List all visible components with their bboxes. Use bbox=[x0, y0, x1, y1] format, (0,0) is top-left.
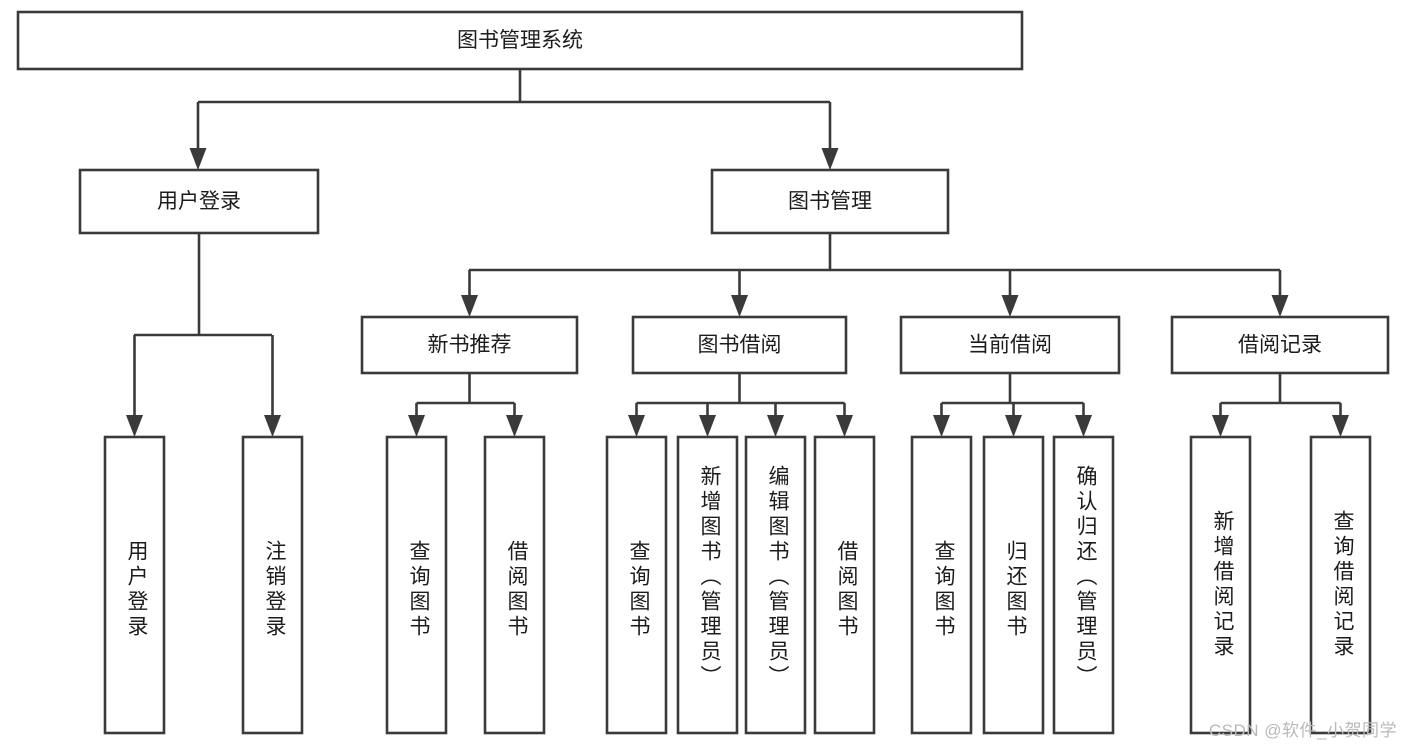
node-box-leaf-add-borrow-record[interactable] bbox=[1189, 435, 1252, 735]
arrow-head-icon-current-borrow bbox=[1001, 295, 1019, 317]
node-current-borrow[interactable]: 当前借阅 bbox=[899, 315, 1121, 375]
node-label-user-login: 用户登录 bbox=[157, 190, 241, 213]
connector-layer bbox=[126, 69, 1349, 437]
node-label-leaf-add-book-admin: 新增图书（管理员） bbox=[698, 465, 722, 690]
arrow-head-icon-leaf-query-borrow-record bbox=[1332, 415, 1349, 437]
arrow-head-icon-new-book-recommend bbox=[461, 295, 478, 317]
node-box-borrow-record[interactable] bbox=[1170, 315, 1390, 375]
node-box-leaf-confirm-return-admin[interactable] bbox=[1052, 435, 1115, 735]
node-box-leaf-edit-book-admin[interactable] bbox=[744, 435, 807, 735]
node-box-leaf-borrow-book-recommend[interactable] bbox=[483, 435, 546, 735]
arrow-head-icon-leaf-return-book bbox=[1005, 415, 1022, 437]
node-box-leaf-user-login[interactable] bbox=[103, 435, 166, 735]
node-label-leaf-borrow-book: 借阅图书 bbox=[835, 540, 859, 640]
node-leaf-add-borrow-record[interactable]: 新增借阅记录 bbox=[1189, 435, 1252, 735]
node-leaf-query-borrow-record[interactable]: 查询借阅记录 bbox=[1309, 435, 1372, 735]
arrow-head-icon-book-manage bbox=[821, 148, 839, 170]
node-new-book-recommend[interactable]: 新书推荐 bbox=[360, 315, 579, 375]
node-label-book-borrow: 图书借阅 bbox=[698, 334, 782, 357]
node-box-book-manage[interactable] bbox=[710, 168, 950, 235]
node-box-root[interactable] bbox=[16, 10, 1024, 71]
node-leaf-return-book[interactable]: 归还图书 bbox=[982, 435, 1045, 735]
node-leaf-query-book-borrow[interactable]: 查询图书 bbox=[605, 435, 668, 735]
node-borrow-record[interactable]: 借阅记录 bbox=[1170, 315, 1390, 375]
node-leaf-logout-login[interactable]: 注销登录 bbox=[241, 435, 304, 735]
node-box-leaf-query-borrow-record[interactable] bbox=[1309, 435, 1372, 735]
arrow-head-icon-leaf-query-book-recommend bbox=[408, 415, 425, 437]
node-label-leaf-confirm-return-admin: 确认归还（管理员） bbox=[1074, 465, 1098, 690]
arrow-head-icon-borrow-record bbox=[1271, 295, 1289, 317]
arrow-head-icon-leaf-borrow-book-recommend bbox=[506, 415, 523, 437]
node-leaf-edit-book-admin[interactable]: 编辑图书（管理员） bbox=[744, 435, 807, 735]
node-leaf-add-book-admin[interactable]: 新增图书（管理员） bbox=[676, 435, 739, 735]
node-box-leaf-query-book-recommend[interactable] bbox=[385, 435, 448, 735]
node-label-leaf-query-borrow-record: 查询借阅记录 bbox=[1331, 510, 1355, 660]
node-box-leaf-query-book-borrow[interactable] bbox=[605, 435, 668, 735]
node-user-login[interactable]: 用户登录 bbox=[78, 168, 320, 235]
node-label-leaf-edit-book-admin: 编辑图书（管理员） bbox=[766, 465, 790, 690]
node-label-root: 图书管理系统 bbox=[457, 29, 583, 52]
arrow-head-icon-leaf-add-book-admin bbox=[699, 415, 716, 437]
node-leaf-borrow-book[interactable]: 借阅图书 bbox=[813, 435, 876, 735]
arrow-head-icon-leaf-query-book-current bbox=[933, 415, 950, 437]
node-label-leaf-query-book-borrow: 查询图书 bbox=[627, 540, 651, 640]
arrow-head-icon-leaf-borrow-book bbox=[836, 415, 853, 437]
arrow-head-icon-user-login bbox=[189, 148, 207, 170]
node-box-user-login[interactable] bbox=[78, 168, 320, 235]
node-box-leaf-borrow-book[interactable] bbox=[813, 435, 876, 735]
arrow-head-icon-leaf-confirm-return-admin bbox=[1075, 415, 1092, 437]
node-layer: 图书管理系统用户登录图书管理新书推荐图书借阅当前借阅借阅记录用户登录注销登录查询… bbox=[16, 10, 1390, 735]
node-label-borrow-record: 借阅记录 bbox=[1238, 334, 1322, 357]
arrow-head-icon-leaf-user-login bbox=[126, 415, 143, 437]
node-label-leaf-return-book: 归还图书 bbox=[1004, 540, 1028, 640]
node-label-current-borrow: 当前借阅 bbox=[968, 334, 1052, 357]
node-label-leaf-user-login: 用户登录 bbox=[125, 540, 149, 640]
node-leaf-query-book-current[interactable]: 查询图书 bbox=[910, 435, 973, 735]
node-label-leaf-query-book-current: 查询图书 bbox=[932, 540, 956, 640]
node-leaf-confirm-return-admin[interactable]: 确认归还（管理员） bbox=[1052, 435, 1115, 735]
arrow-head-icon-leaf-add-borrow-record bbox=[1212, 415, 1229, 437]
node-box-leaf-add-book-admin[interactable] bbox=[676, 435, 739, 735]
node-leaf-query-book-recommend[interactable]: 查询图书 bbox=[385, 435, 448, 735]
node-label-leaf-logout-login: 注销登录 bbox=[263, 540, 287, 640]
node-leaf-borrow-book-recommend[interactable]: 借阅图书 bbox=[483, 435, 546, 735]
node-book-borrow[interactable]: 图书借阅 bbox=[631, 315, 848, 375]
node-label-leaf-add-borrow-record: 新增借阅记录 bbox=[1211, 510, 1235, 660]
node-box-new-book-recommend[interactable] bbox=[360, 315, 579, 375]
node-label-book-manage: 图书管理 bbox=[788, 190, 872, 213]
node-box-book-borrow[interactable] bbox=[631, 315, 848, 375]
arrow-head-icon-leaf-logout-login bbox=[264, 415, 281, 437]
node-label-leaf-query-book-recommend: 查询图书 bbox=[407, 540, 431, 640]
node-leaf-user-login[interactable]: 用户登录 bbox=[103, 435, 166, 735]
arrow-head-icon-book-borrow bbox=[731, 295, 748, 317]
node-book-manage[interactable]: 图书管理 bbox=[710, 168, 950, 235]
node-box-current-borrow[interactable] bbox=[899, 315, 1121, 375]
arrow-head-icon-leaf-query-book-borrow bbox=[628, 415, 645, 437]
node-box-leaf-return-book[interactable] bbox=[982, 435, 1045, 735]
node-box-leaf-query-book-current[interactable] bbox=[910, 435, 973, 735]
node-root[interactable]: 图书管理系统 bbox=[16, 10, 1024, 71]
node-label-new-book-recommend: 新书推荐 bbox=[428, 334, 512, 357]
node-label-leaf-borrow-book-recommend: 借阅图书 bbox=[505, 540, 529, 640]
arrow-head-icon-leaf-edit-book-admin bbox=[767, 415, 784, 437]
node-box-leaf-logout-login[interactable] bbox=[241, 435, 304, 735]
